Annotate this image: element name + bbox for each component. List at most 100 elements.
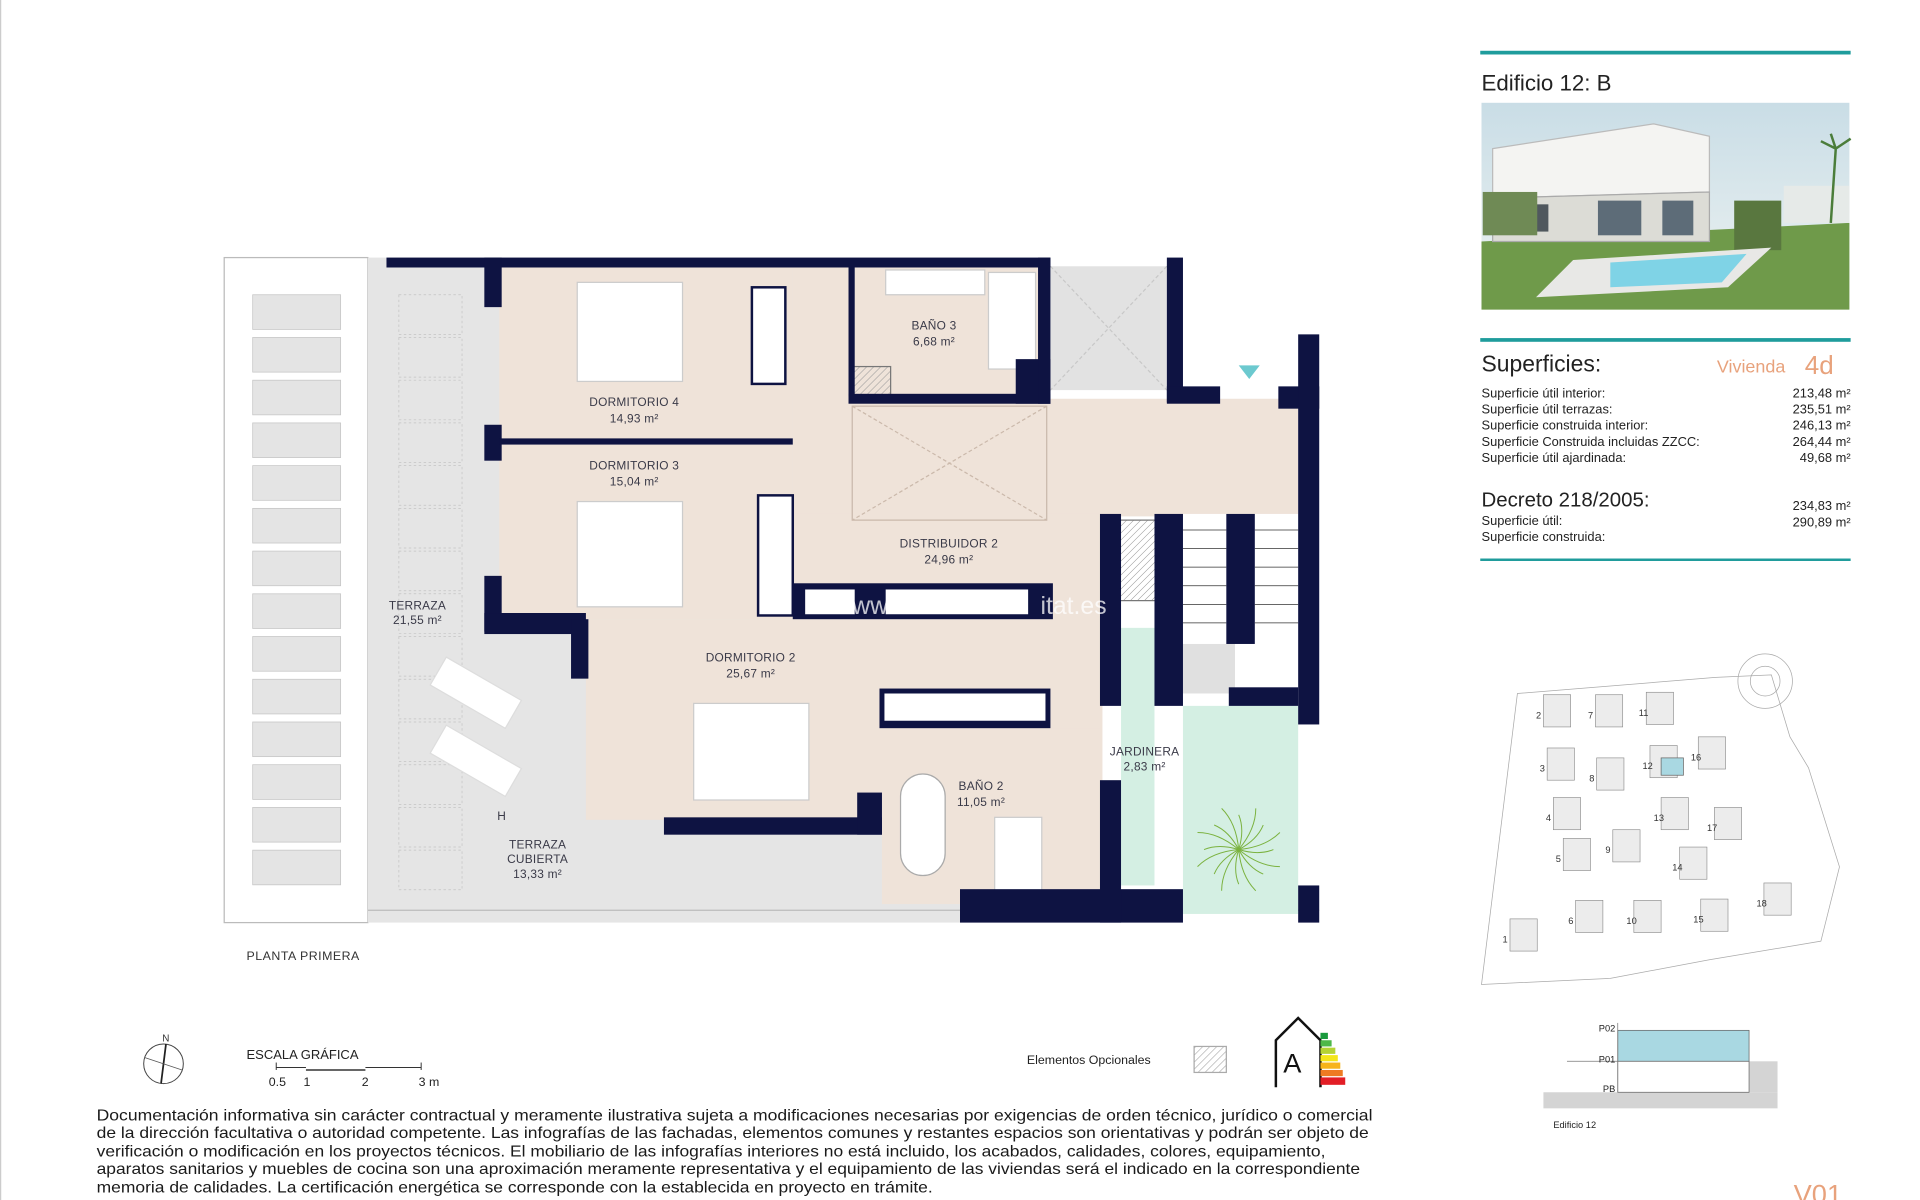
site-lot-number: 3 (1540, 764, 1545, 774)
planter-jardinera (1121, 627, 1155, 886)
dashed-planter-cell (398, 465, 463, 506)
plant-leaf (1197, 831, 1240, 850)
site-building (1562, 838, 1591, 871)
scale-title: ESCALA GRÁFICA (247, 1047, 359, 1062)
site-building (1633, 900, 1662, 933)
disclaimer-line: verificación o modificación en los proye… (97, 1144, 1326, 1161)
level-label-pb: PB (1603, 1084, 1615, 1094)
site-building (1546, 747, 1575, 781)
plant-leaf (1238, 832, 1281, 851)
plant-leaf (1238, 849, 1280, 868)
dashed-planter-cell (398, 379, 463, 421)
plant-leaf (1213, 849, 1239, 875)
dashed-planter-cell (398, 337, 463, 378)
surface-value: 246,13 m² (1793, 418, 1852, 433)
building-title: Edificio 12: B (1481, 70, 1611, 95)
site-lot-number: 16 (1691, 752, 1701, 762)
level-label-p01: P01 (1599, 1055, 1616, 1065)
site-lot-number: 2 (1536, 710, 1541, 720)
room-area-distribuidor-2: 24,96 m² (924, 552, 973, 566)
scale-tick-2: 2 (362, 1075, 369, 1089)
plant-leaf (1238, 824, 1264, 850)
bed-dormitorio-4 (576, 281, 684, 383)
pergola-slat (252, 678, 342, 715)
entrance-marker-icon (1238, 365, 1260, 379)
room-name-distribuidor-2: DISTRIBUIDOR 2 (900, 536, 998, 550)
scale-bar (275, 1062, 422, 1071)
vanity-bano-3 (885, 269, 986, 296)
pergola-slat (252, 465, 342, 501)
pergola-slat (252, 849, 342, 886)
pergola-slat (252, 379, 342, 416)
shower-bano-3 (987, 271, 1037, 370)
plant-icon (1197, 807, 1281, 892)
section-label: Edificio 12 (1553, 1120, 1596, 1130)
site-building (1645, 691, 1674, 725)
surface-value: 235,51 m² (1793, 402, 1852, 417)
room-area-terraza-cubierta: 13,33 m² (513, 867, 562, 881)
site-building (1575, 900, 1604, 933)
site-lot-number: 13 (1654, 813, 1664, 823)
marker-h: H (497, 809, 506, 823)
site-building (1509, 918, 1538, 952)
level-label-p02: P02 (1599, 1024, 1616, 1034)
skylight-cross (851, 405, 1048, 521)
pergola-slat (252, 721, 342, 758)
divider-top (1480, 50, 1851, 55)
surface-value: 213,48 m² (1793, 386, 1852, 401)
room-name-terraza-cubierta-1: TERRAZA (509, 837, 566, 851)
north-label: N (162, 1033, 169, 1044)
building-rendering (1481, 102, 1852, 310)
site-lot-number: 4 (1546, 813, 1551, 823)
shaft-optional (849, 365, 892, 397)
surface-label: Superficie útil terrazas: (1481, 402, 1612, 417)
surface-label: Superficie útil interior: (1481, 386, 1605, 401)
floor-plan: www itat.es DORMITORIO 4 14,93 m² DORMIT… (223, 256, 1320, 963)
pergola-slat (252, 593, 342, 629)
room-area-jardinera: 2,83 m² (1124, 759, 1166, 773)
room-area-bano-2: 11,05 m² (957, 795, 1005, 809)
legend: N ESCALA GRÁFICA 0.5 1 2 3 m Elementos O… (143, 1016, 1346, 1089)
room-name-jardinera: JARDINERA (1110, 744, 1180, 758)
plant-leaf (1238, 849, 1257, 892)
disclaimer-line: Documentación informativa sin carácter c… (97, 1108, 1373, 1125)
dashed-planter-cell (398, 550, 463, 592)
roundabout (1749, 665, 1781, 697)
scale-tick-0-5: 0.5 (269, 1075, 286, 1089)
site-lot-number: 10 (1626, 916, 1636, 926)
scale-tick-3: 3 m (419, 1075, 440, 1089)
decree-value: 234,83 m² (1793, 498, 1852, 513)
unit-code: 4d (1805, 350, 1834, 380)
site-lot-number: 5 (1556, 854, 1561, 864)
pergola-slat (252, 337, 342, 373)
energy-label-icon (1274, 1016, 1346, 1088)
pergola-slats (252, 294, 342, 886)
dashed-planter-cell (398, 721, 463, 762)
dashed-planter-cell (398, 764, 463, 805)
bed-dormitorio-2 (693, 702, 810, 801)
unit-prefix: Vivienda (1717, 357, 1786, 377)
decree-label: Superficie útil: (1481, 513, 1562, 528)
plant-leaf (1238, 808, 1257, 850)
pergola-slat (252, 507, 342, 544)
site-lot-number: 15 (1693, 915, 1703, 925)
site-building (1714, 807, 1742, 840)
site-lot-number: 8 (1589, 773, 1594, 783)
section-diagram: P02 P01 PB Edificio 12 (1543, 1022, 1778, 1130)
plant-leaf (1238, 849, 1274, 854)
room-name-dormitorio-2: DORMITORIO 2 (706, 650, 796, 664)
void-cross (1049, 265, 1168, 391)
disclaimer-line: memoria de calidades. La certificación e… (97, 1180, 933, 1197)
site-building (1595, 694, 1624, 728)
room-name-dormitorio-4: DORMITORIO 4 (589, 395, 679, 409)
divider-bottom (1480, 558, 1851, 561)
dashed-planter-cell (398, 507, 463, 549)
surface-label: Superficie útil ajardinada: (1481, 450, 1626, 465)
ground (1543, 1092, 1778, 1109)
disclaimer-line: de la dirección facultativa o autoridad … (97, 1125, 1369, 1142)
pergola-slat (252, 807, 342, 843)
room-area-terraza: 21,55 m² (393, 613, 442, 627)
